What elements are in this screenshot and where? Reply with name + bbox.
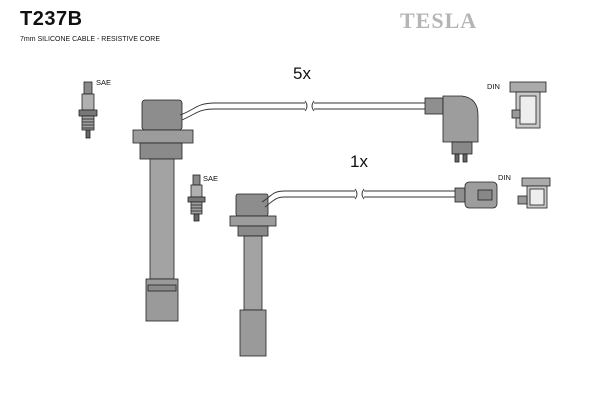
din-terminal-2 xyxy=(517,177,551,209)
long-lead-coil-boot xyxy=(424,95,479,163)
sae-label-2: SAE xyxy=(203,174,219,183)
din-terminal-1 xyxy=(509,81,547,129)
short-lead-plug-boot xyxy=(229,193,277,357)
part-number: T237B xyxy=(20,8,83,30)
long-lead-plug-boot xyxy=(132,99,194,322)
brand-logo: TESLA xyxy=(400,8,478,33)
short-lead-cable xyxy=(261,188,455,208)
short-lead-coil-boot xyxy=(454,181,498,209)
sae-label-1: SAE xyxy=(96,78,112,87)
long-lead-cable xyxy=(179,100,425,121)
spark-plug-1 xyxy=(78,81,98,139)
quantity-label-long-lead: 5x xyxy=(293,64,311,83)
din-label-2: DIN xyxy=(498,173,511,182)
din-label-1: DIN xyxy=(487,82,500,91)
cable-spec: 7mm SILICONE CABLE - RESISTIVE CORE xyxy=(20,36,161,43)
spark-plug-2 xyxy=(187,174,206,222)
quantity-label-short-lead: 1x xyxy=(350,152,368,171)
